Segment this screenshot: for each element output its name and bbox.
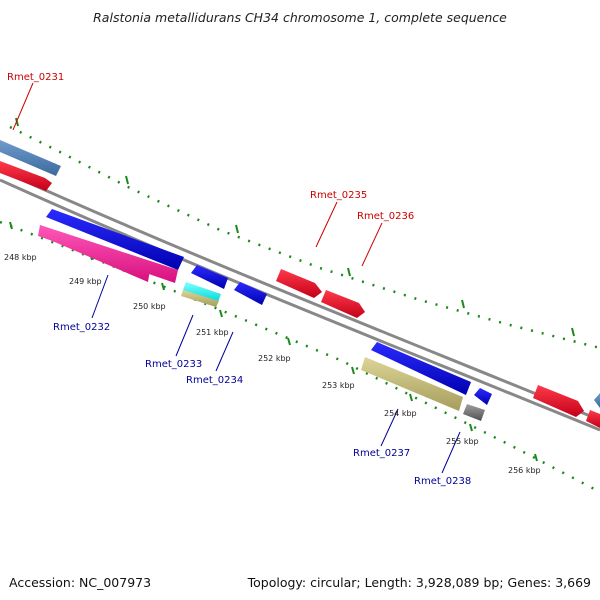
gene-label-rmet-0233[interactable]: Rmet_0233 — [145, 359, 202, 370]
gene-label-rmet-0232[interactable]: Rmet_0232 — [53, 322, 110, 333]
scale-label-254: 254 kbp — [384, 409, 417, 418]
scale-label-253: 253 kbp — [322, 381, 355, 390]
scale-labels: 248 kbp 249 kbp 250 kbp 251 kbp 252 kbp … — [4, 253, 541, 475]
cds-rmet-0233 — [191, 265, 228, 289]
cog-feature-0233b — [181, 290, 219, 307]
scale-label-249: 249 kbp — [69, 277, 102, 286]
cog-feature-0233 — [183, 282, 221, 302]
cog-feature-0238 — [463, 404, 485, 421]
inner-tick-ring — [0, 220, 600, 494]
scale-label-255: 255 kbp — [446, 437, 479, 446]
major-ticks — [9, 117, 575, 462]
gene-label-rmet-0237[interactable]: Rmet_0237 — [353, 448, 410, 459]
chromosome-backbone-outer — [0, 168, 600, 422]
cds-rmet-0231 — [0, 161, 52, 191]
label-leaders — [12, 82, 461, 474]
cog-feature-0237 — [361, 357, 463, 411]
scale-label-248: 248 kbp — [4, 253, 37, 262]
cds-rmet-0239 — [533, 385, 584, 417]
cds-rmet-0237 — [371, 342, 471, 395]
gene-label-rmet-0238[interactable]: Rmet_0238 — [414, 476, 471, 487]
chromosome-backbone-inner — [0, 178, 600, 432]
gene-label-rmet-0231[interactable]: Rmet_0231 — [7, 72, 64, 83]
cds-rmet-0238 — [474, 388, 492, 405]
gene-label-rmet-0236[interactable]: Rmet_0236 — [357, 211, 414, 222]
scale-label-256: 256 kbp — [508, 466, 541, 475]
cog-feature-0232-bar — [38, 225, 178, 283]
summary-text: Topology: circular; Length: 3,928,089 bp… — [247, 575, 591, 590]
map-title: Ralstonia metallidurans CH34 chromosome … — [93, 10, 507, 25]
cog-feature-right-edge — [594, 393, 600, 408]
cds-rmet-0234 — [234, 282, 267, 305]
gene-label-rmet-0234[interactable]: Rmet_0234 — [186, 375, 243, 386]
scale-label-250: 250 kbp — [133, 302, 166, 311]
cds-rmet-0235 — [276, 269, 322, 298]
scale-label-251: 251 kbp — [196, 328, 229, 337]
outer-tick-ring — [9, 125, 600, 350]
gene-label-rmet-0235[interactable]: Rmet_0235 — [310, 190, 367, 201]
cog-feature-0231 — [0, 140, 61, 176]
accession-text: Accession: NC_007973 — [9, 575, 152, 590]
cds-rmet-0236 — [321, 290, 365, 318]
scale-label-252: 252 kbp — [258, 354, 291, 363]
cds-rmet-0240 — [586, 410, 600, 428]
cds-rmet-0232 — [46, 209, 184, 270]
